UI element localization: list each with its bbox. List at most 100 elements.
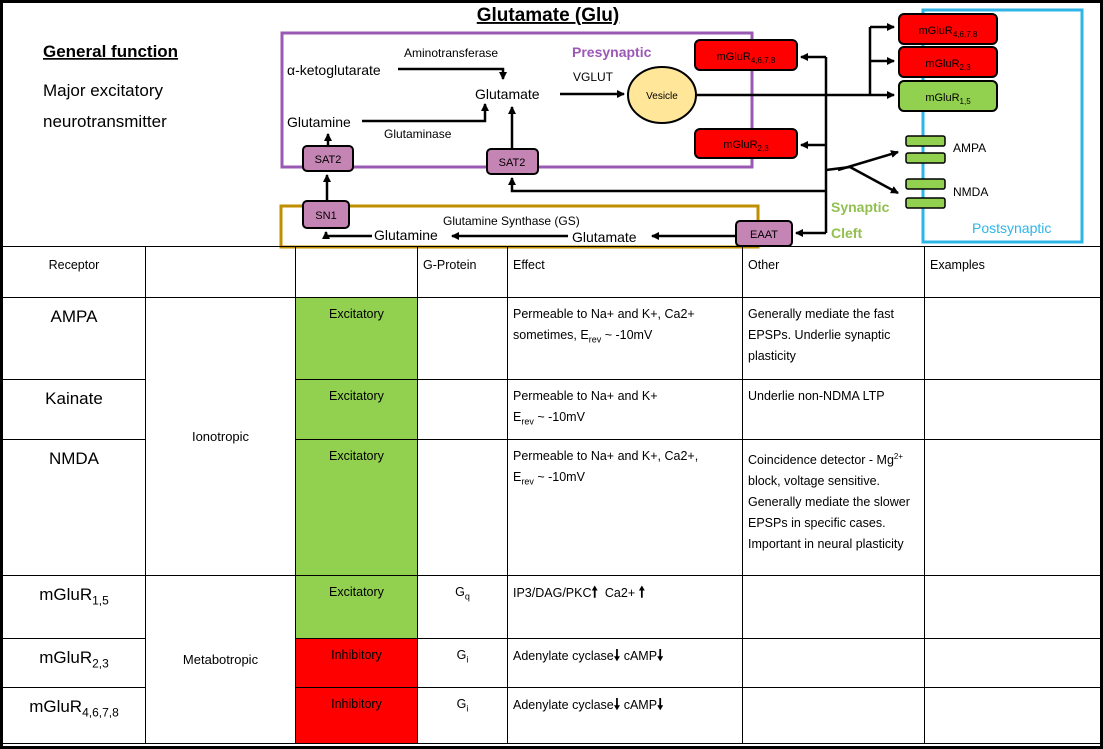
- receptor-name-nmda: NMDA: [2, 438, 146, 576]
- receptor-name-ampa: AMPA: [2, 297, 146, 380]
- gprotein-mglur4678: Gi: [417, 686, 508, 744]
- examples-nmda: [924, 438, 1102, 576]
- presynaptic-label: Presynaptic: [572, 44, 652, 60]
- glutamine-synthase-label: Glutamine Synthase (GS): [443, 214, 580, 228]
- pre-mglur-23-base: mGluR: [723, 139, 757, 151]
- nmda-bar-top: [905, 178, 946, 190]
- receptor-name-mglur15-sub: 1,5: [92, 592, 109, 607]
- table-header-row: Receptor G-Protein Effect Other Examples: [2, 246, 1102, 298]
- pre-mglur-4678-box: [694, 39, 798, 71]
- post-mglur-23-base: mGluR: [925, 58, 959, 70]
- other-nmda-post: block, voltage sensitive. Generally medi…: [748, 473, 910, 551]
- other-mglur4678: [742, 686, 925, 744]
- ampa-bar-top: [905, 135, 946, 147]
- effect-type-mglur4678: Inhibitory: [295, 686, 418, 744]
- other-kainate: Underlie non-NDMA LTP: [742, 379, 925, 440]
- arrow-to-nmda: [849, 165, 899, 195]
- general-function-heading: General function: [43, 42, 178, 61]
- effect-mglur23: Adenylate cyclase🠗 cAMP🠗: [507, 637, 743, 688]
- header-class: [145, 246, 296, 298]
- pre-mglur-23-label: mGluR2,3: [723, 139, 769, 153]
- arrow-down-icon: 🠗: [613, 646, 621, 664]
- effect-kainate-line2-sub: rev: [521, 416, 534, 427]
- post-mglur-15-sub: 1,5: [960, 97, 972, 106]
- effect-ampa: Permeable to Na+ and K+, Ca2+sometimes, …: [507, 297, 743, 380]
- receptor-name-nmda-text: NMDA: [48, 448, 100, 468]
- effect-nmda-line2-sub: rev: [521, 476, 534, 486]
- glutamine-glia-label: Glutamine: [374, 227, 438, 243]
- effect-mglur4678-b: cAMP: [623, 697, 658, 712]
- examples-ampa: [924, 297, 1102, 380]
- pre-mglur-4678-sub: 4,6,7,8: [751, 56, 776, 65]
- pre-mglur-4678-label: mGluR4,6,7,8: [717, 51, 776, 65]
- pre-mglur-23-box: [694, 128, 798, 159]
- gprotein-mglur4678-base: G: [456, 696, 467, 711]
- effect-nmda-line2-pre: E: [513, 469, 522, 484]
- header-receptor: Receptor: [2, 246, 146, 298]
- effect-type-mglur23: Inhibitory: [295, 637, 418, 688]
- arrow-glutamine-to-sn1: [322, 231, 372, 239]
- receptor-name-mglur15-text: mGluR1,5: [8, 582, 140, 611]
- effect-kainate: Permeable to Na+ and K+ Erev ~ -10mV: [507, 379, 743, 440]
- arrow-down-icon: 🠗: [613, 695, 621, 713]
- effect-kainate-line1: Permeable to Na+ and K+: [513, 389, 658, 403]
- effect-type-mglur15: Excitatory: [295, 574, 418, 639]
- header-other: Other: [742, 246, 925, 298]
- receptor-name-mglur4678: mGluR4,6,7,8: [2, 686, 146, 744]
- examples-mglur15: [924, 574, 1102, 639]
- effect-mglur23-a: Adenylate cyclase: [513, 648, 614, 663]
- post-mglur-15-label: mGluR1,5: [925, 92, 971, 106]
- effect-type-ampa: Excitatory: [295, 297, 418, 380]
- gprotein-kainate: [417, 379, 508, 440]
- effect-nmda: Permeable to Na+ and K+, Ca2+,Erev ~ -10…: [507, 438, 743, 576]
- effect-mglur4678-a: Adenylate cyclase: [513, 697, 614, 712]
- effect-mglur4678: Adenylate cyclase🠗 cAMP🠗: [507, 686, 743, 744]
- cleft-fork-line: [825, 165, 851, 172]
- header-type: [295, 246, 418, 298]
- pre-mglur-4678-base: mGluR: [717, 51, 751, 63]
- sn1-label: SN1: [315, 210, 336, 222]
- gprotein-mglur4678-sub: i: [466, 703, 469, 713]
- post-mglur-23-sub: 2,3: [960, 63, 972, 72]
- gprotein-mglur23: Gi: [417, 637, 508, 688]
- receptor-name-mglur23: mGluR2,3: [2, 637, 146, 688]
- effect-ampa-line1: Permeable to Na+ and K+, Ca2+: [513, 307, 695, 321]
- synaptic-cleft-label-line1: Synaptic: [831, 199, 890, 215]
- effect-kainate-line2-post: ~ -10mV: [533, 410, 585, 424]
- table-row-mglur23: mGluR2,3 Inhibitory Gi Adenylate cyclase…: [2, 637, 1102, 688]
- receptor-name-mglur4678-base: mGluR: [29, 696, 83, 716]
- examples-mglur23: [924, 637, 1102, 688]
- other-mglur15: [742, 574, 925, 639]
- gprotein-mglur23-base: G: [456, 647, 467, 662]
- general-function-line1: Major excitatory: [43, 81, 163, 100]
- synaptic-cleft-label-line2: Cleft: [831, 225, 862, 241]
- examples-mglur4678: [924, 686, 1102, 744]
- receptor-name-mglur4678-text: mGluR4,6,7,8: [8, 694, 140, 723]
- vesicle-shape: [627, 66, 697, 124]
- ampa-label: AMPA: [953, 141, 986, 155]
- class-ionotropic: Ionotropic: [145, 297, 296, 576]
- effect-ampa-line2-post: ~ -10mV: [601, 328, 653, 342]
- receptor-table: Receptor G-Protein Effect Other Examples…: [2, 246, 1102, 744]
- table-row-nmda: NMDA Excitatory Permeable to Na+ and K+,…: [2, 438, 1102, 576]
- gprotein-mglur23-sub: i: [466, 654, 469, 664]
- class-metabotropic: Metabotropic: [145, 574, 296, 744]
- table-row-ampa: AMPA Ionotropic Excitatory Permeable to …: [2, 297, 1102, 576]
- arrow-down-icon: 🠗: [657, 695, 664, 713]
- arrow-up-icon: 🠕: [591, 583, 598, 601]
- effect-type-kainate: Excitatory: [295, 379, 418, 440]
- receptor-name-mglur4678-sub: 4,6,7,8: [82, 704, 119, 719]
- postsynaptic-box: [921, 8, 1084, 244]
- post-mglur-23-box: [898, 46, 998, 78]
- glutamate-presynaptic-label: Glutamate: [475, 86, 540, 102]
- effect-mglur15: IP3/DAG/PKC🠕 Ca2+ 🠕: [507, 574, 743, 639]
- effect-kainate-line2-pre: E: [513, 410, 522, 424]
- receptor-name-mglur15: mGluR1,5: [2, 574, 146, 639]
- effect-type-nmda: Excitatory: [295, 438, 418, 576]
- receptor-name-mglur23-base: mGluR: [39, 647, 93, 667]
- other-nmda-sup: 2+: [893, 451, 904, 461]
- table-row-mglur4678: mGluR4,6,7,8 Inhibitory Gi Adenylate cyc…: [2, 686, 1102, 744]
- other-nmda: Coincidence detector - Mg2+ block, volta…: [742, 438, 925, 576]
- post-mglur-4678-base: mGluR: [919, 25, 953, 37]
